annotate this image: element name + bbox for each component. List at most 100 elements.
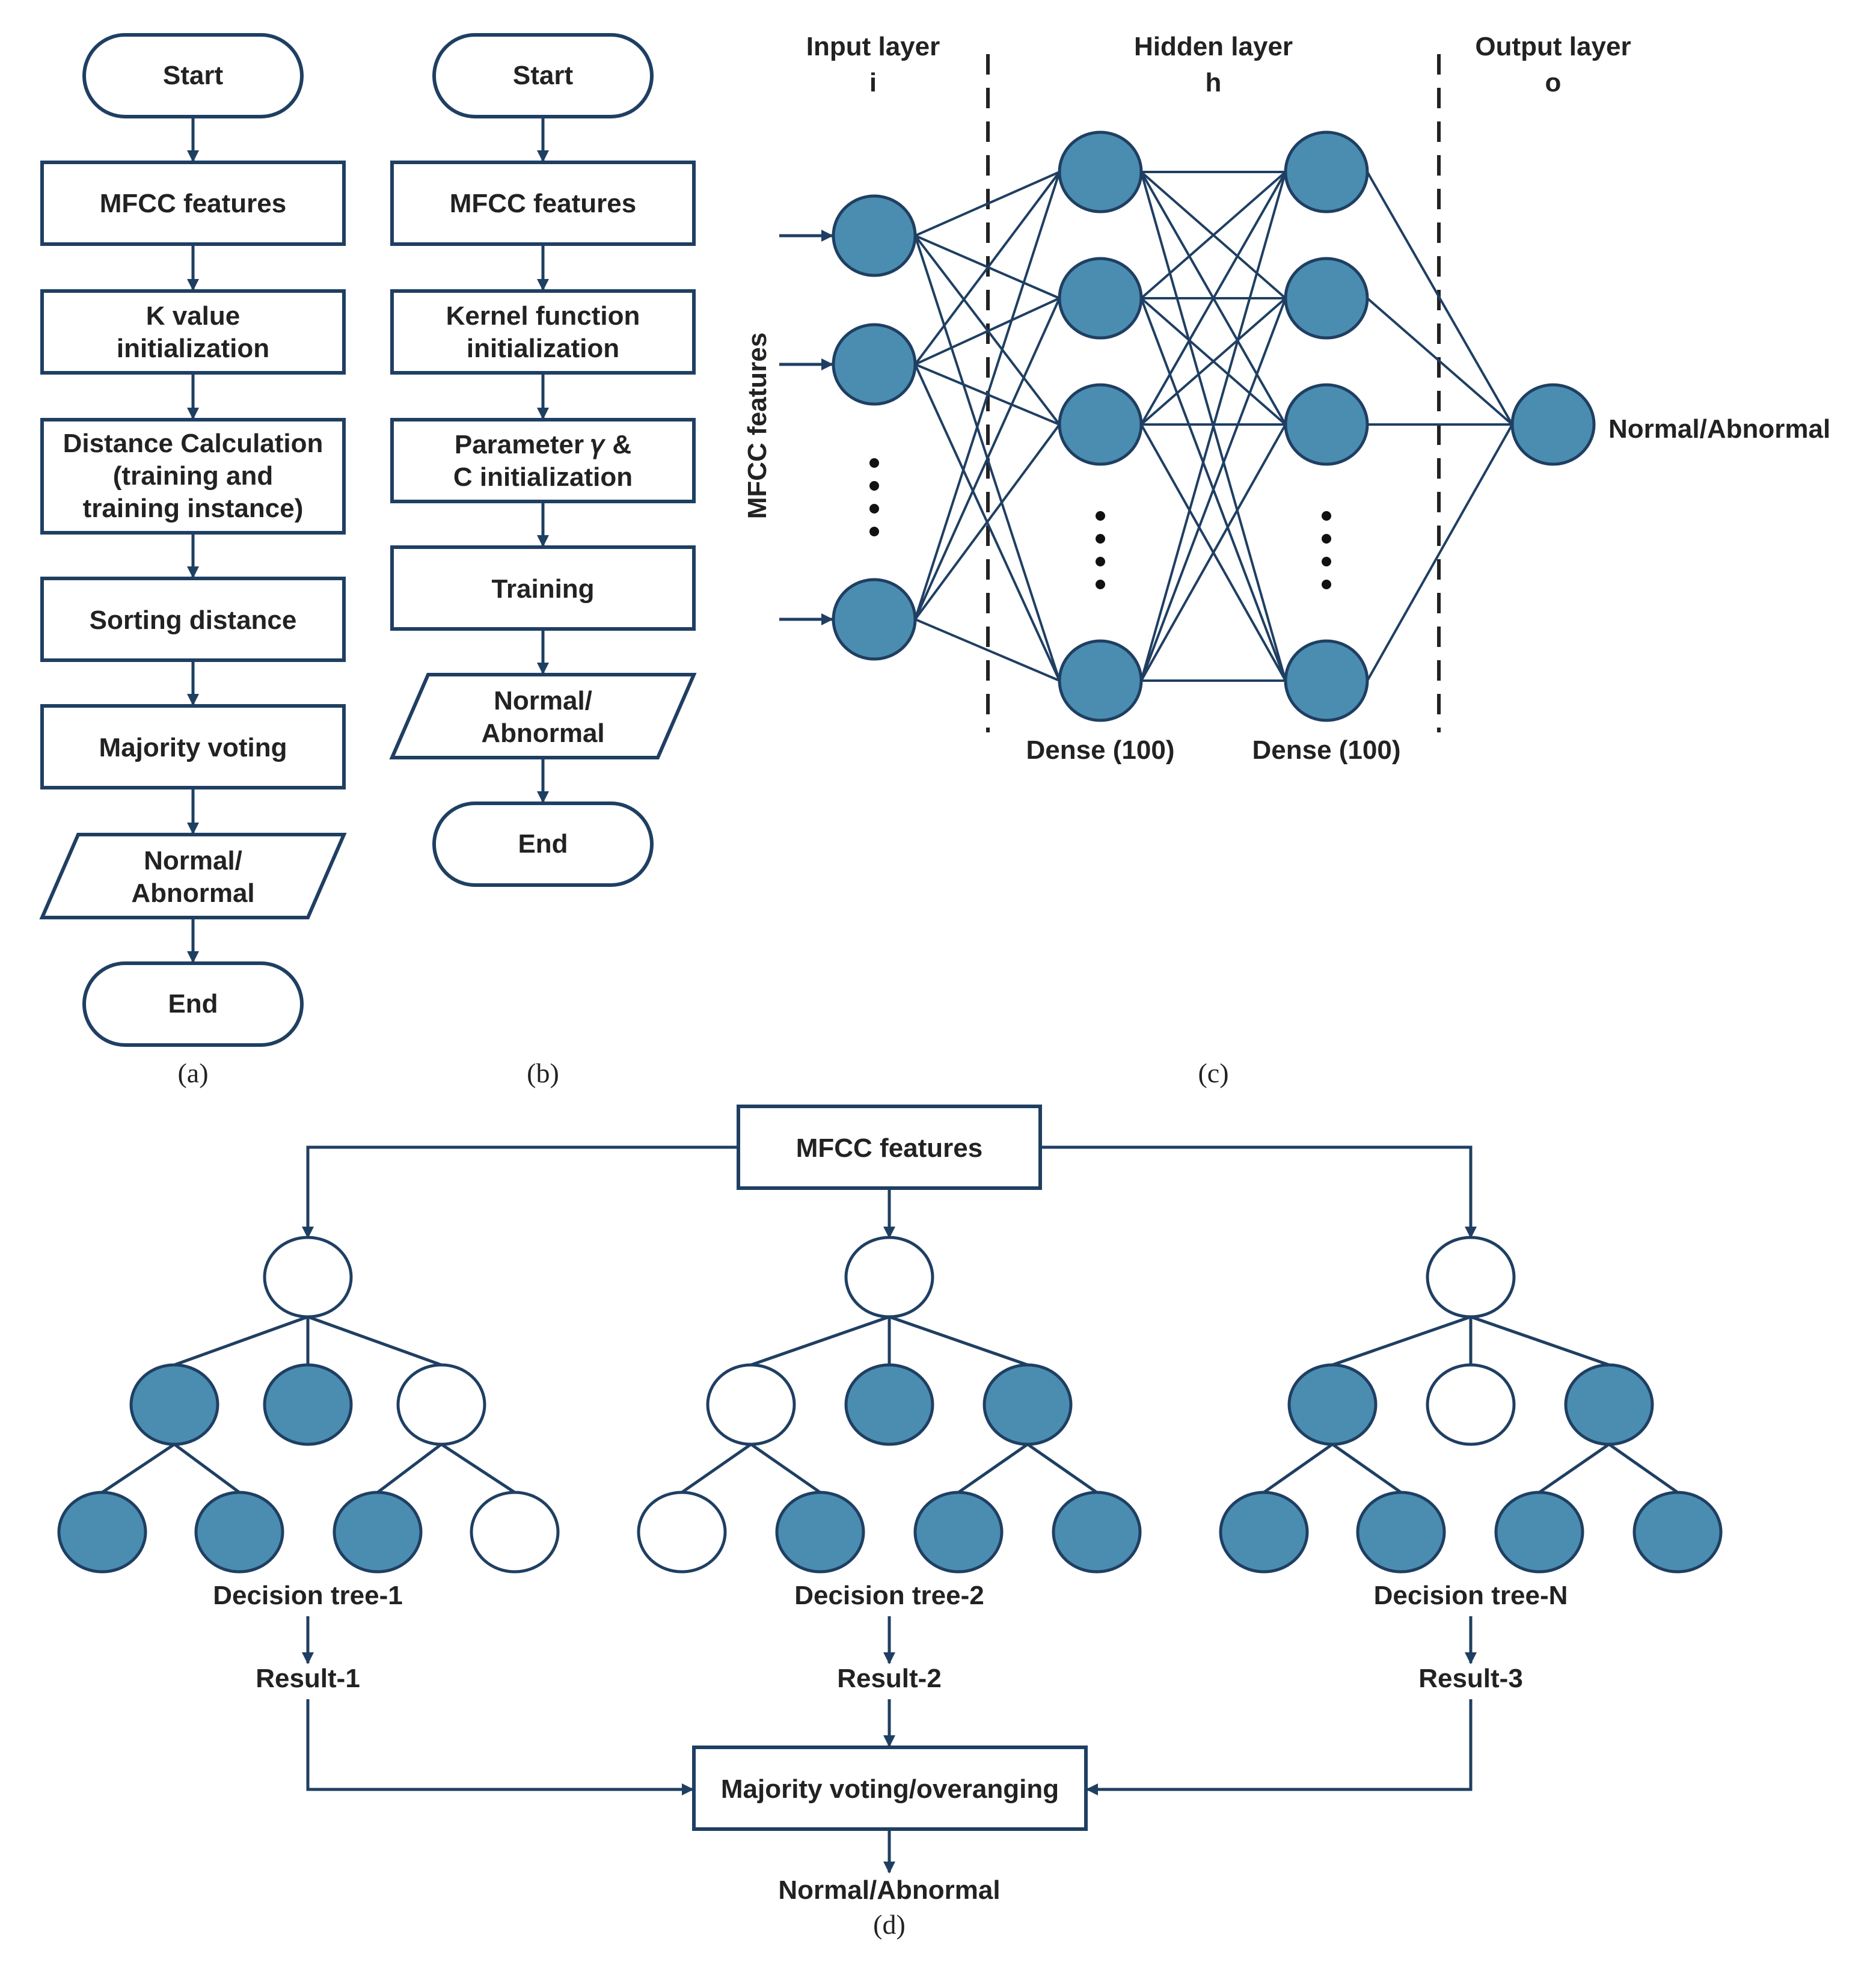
tree1-edge-root-2 — [307, 1315, 442, 1367]
a-output-line1: Normal/ — [144, 846, 242, 875]
tree1-edge-root-0 — [174, 1315, 308, 1367]
tree2-edge-leaf-3 — [1026, 1442, 1098, 1494]
nn-node-output-0 — [1510, 383, 1596, 466]
tree1-leaf-node-3 — [470, 1491, 560, 1574]
d-result3-label: Result-3 — [1418, 1664, 1523, 1693]
tree3-edge-root-2 — [1470, 1315, 1610, 1367]
a-mfcc-label: MFCC features — [100, 189, 287, 218]
nn-edge-input-2-hidden1-2 — [914, 423, 1061, 621]
c-input-ellipsis — [869, 458, 879, 536]
tree3-mid-node-1 — [1426, 1363, 1516, 1446]
b-end-terminal — [432, 802, 654, 887]
nn-edge-hidden2-0-output-0 — [1366, 171, 1513, 425]
nn-edge-input-2-hidden1-0 — [914, 171, 1061, 620]
tree3-edge-leaf-0 — [1263, 1442, 1334, 1494]
tree3-edge-leaf-3 — [1608, 1442, 1679, 1494]
b-mfcc-box — [390, 161, 696, 246]
tree2-edge-leaf-2 — [957, 1442, 1029, 1494]
nn-edge-input-1-hidden1-1 — [915, 297, 1060, 366]
panel-a-knn-flowchart: Start MFCC features K value initializati… — [39, 33, 347, 1088]
d-caption: (d) — [873, 1909, 906, 1940]
a-k-init-line2: initialization — [117, 334, 269, 363]
tree2-mid-node-0 — [706, 1363, 796, 1446]
d-mfcc-box — [737, 1105, 1042, 1190]
tree1-edge-leaf-0 — [101, 1442, 176, 1494]
a-end-label: End — [168, 989, 218, 1019]
nn-edge-hidden1-1-hidden2-0 — [1140, 171, 1287, 299]
b-output-line2: Abnormal — [481, 719, 604, 748]
b-kernel-box — [390, 289, 696, 375]
d-output-label: Normal/Abnormal — [778, 1875, 1000, 1905]
nn-node-hidden1-1 — [1058, 257, 1143, 340]
d-arrow-result1-to-vote — [306, 1699, 694, 1795]
nn-edge-hidden1-3-hidden2-0 — [1140, 171, 1287, 681]
tree2-leaf-node-0 — [637, 1491, 727, 1574]
a-end-terminal — [82, 961, 304, 1047]
tree2-mid-node-2 — [982, 1363, 1073, 1446]
tree3-leaf-node-2 — [1494, 1491, 1584, 1574]
tree2-edge-root-0 — [750, 1315, 890, 1367]
b-kernel-line1: Kernel function — [446, 301, 640, 331]
tree1-leaf-node-2 — [333, 1491, 423, 1574]
tree2-leaf-node-1 — [775, 1491, 865, 1574]
tree3-leaf-node-0 — [1219, 1491, 1309, 1574]
c-output-layer-sub: o — [1545, 68, 1562, 97]
d-arrow-result3-to-vote — [1086, 1699, 1473, 1795]
c-dense1-label: Dense (100) — [1026, 735, 1174, 765]
tree2-leaf-node-3 — [1052, 1491, 1142, 1574]
tree1-leaf-node-0 — [57, 1491, 147, 1574]
tree3-leaf-node-3 — [1632, 1491, 1723, 1574]
tree1-mid-node-0 — [129, 1363, 219, 1446]
d-vote-label: Majority voting/overanging — [721, 1774, 1059, 1804]
nn-edge-input-2-hidden1-3 — [915, 618, 1060, 682]
nn-node-hidden2-3 — [1284, 639, 1369, 722]
a-sorting-label: Sorting distance — [90, 605, 297, 635]
panel-b-svm-flowchart: Start MFCC features Kernel function init… — [389, 33, 697, 1088]
d-result2-label: Result-2 — [837, 1664, 942, 1693]
a-voting-label: Majority voting — [99, 733, 287, 762]
tree1-root-node — [263, 1236, 353, 1319]
nn-node-input-1 — [832, 323, 917, 406]
nn-node-hidden2-0 — [1284, 130, 1369, 213]
d-result1-label: Result-1 — [256, 1664, 360, 1693]
tree1-leaf-node-1 — [194, 1491, 284, 1574]
a-k-init-line1: K value — [146, 301, 241, 331]
b-output-line1: Normal/ — [494, 686, 592, 716]
tree3-mid-node-2 — [1564, 1363, 1654, 1446]
tree3-leaf-node-1 — [1356, 1491, 1446, 1574]
tree1-edge-leaf-3 — [440, 1442, 516, 1494]
a-caption: (a) — [177, 1058, 208, 1088]
nn-node-hidden2-2 — [1284, 383, 1369, 466]
tree1-edge-leaf-2 — [376, 1443, 443, 1494]
nn-edge-hidden1-2-hidden2-1 — [1140, 297, 1287, 426]
tree1-edge-leaf-1 — [173, 1442, 241, 1494]
tree2-edge-root-2 — [889, 1315, 1028, 1367]
c-output-layer-title: Output layer — [1475, 32, 1631, 61]
d-treeN-label: Decision tree-N — [1374, 1581, 1568, 1610]
b-kernel-line2: initialization — [467, 334, 619, 363]
nn-node-hidden1-2 — [1058, 383, 1143, 466]
a-distance-box — [40, 418, 346, 535]
d-tree2-label: Decision tree-2 — [794, 1581, 984, 1610]
c-hidden1-ellipsis — [1096, 511, 1105, 589]
tree1-mid-node-2 — [396, 1363, 486, 1446]
nn-edge-input-2-hidden1-1 — [914, 298, 1061, 620]
d-arrow-to-tree1 — [302, 1145, 738, 1239]
a-mfcc-box — [40, 161, 346, 246]
b-param-line1: Parameter 𝛾 & — [455, 430, 631, 459]
nn-edge-hidden2-1-output-0 — [1366, 297, 1513, 426]
b-output-parallelogram — [389, 673, 697, 759]
tree2-edge-leaf-1 — [750, 1442, 821, 1494]
c-input-layer-sub: i — [869, 68, 877, 97]
a-distance-line3: training instance) — [83, 494, 304, 523]
a-output-parallelogram — [39, 833, 347, 919]
tree2-leaf-node-2 — [913, 1491, 1004, 1574]
c-dense2-label: Dense (100) — [1252, 735, 1400, 765]
nn-node-hidden1-3 — [1058, 639, 1143, 722]
b-training-box — [390, 545, 696, 631]
d-mfcc-label: MFCC features — [796, 1133, 983, 1163]
c-connections — [914, 171, 1513, 682]
b-training-label: Training — [491, 574, 594, 604]
d-trees — [57, 1236, 1723, 1574]
